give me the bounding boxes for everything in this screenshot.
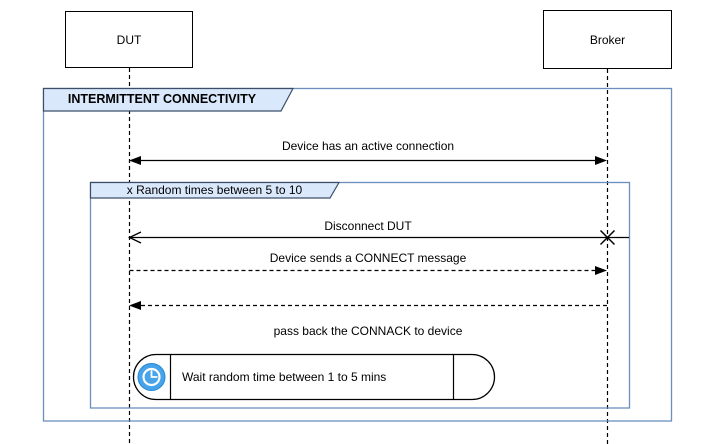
loop-frame-label-shape	[89, 181, 341, 199]
clock-icon	[137, 363, 166, 391]
message-label-active-connection: Device has an active connection	[281, 139, 455, 153]
wait-task-shape	[132, 353, 496, 401]
arrowhead-right-icon	[595, 156, 607, 165]
participant-dut-label: DUT	[116, 32, 142, 47]
x-lost-message-icon	[599, 229, 616, 246]
wait-task-label: Wait random time between 1 to 5 mins	[182, 369, 387, 384]
loop-frame-title: x Random times between 5 to 10	[126, 183, 303, 197]
arrowhead-right-icon	[595, 266, 607, 275]
open-arrowhead-left-icon	[127, 231, 142, 244]
arrowhead-left-icon	[129, 301, 141, 310]
outer-frame-border	[42, 87, 673, 422]
participant-dut: DUT	[65, 11, 193, 68]
message-label-connect: Device sends a CONNECT message	[269, 251, 467, 265]
message-label-connack: pass back the CONNACK to device	[273, 324, 463, 338]
arrowhead-left-icon	[129, 156, 141, 165]
outer-frame-label-shape	[42, 87, 294, 112]
message-label-disconnect: Disconnect DUT	[324, 219, 412, 233]
loop-frame-border	[89, 181, 631, 409]
participant-broker: Broker	[543, 10, 672, 69]
outer-frame-title: INTERMITTENT CONNECTIVITY	[67, 92, 257, 106]
participant-broker-label: Broker	[589, 32, 626, 47]
